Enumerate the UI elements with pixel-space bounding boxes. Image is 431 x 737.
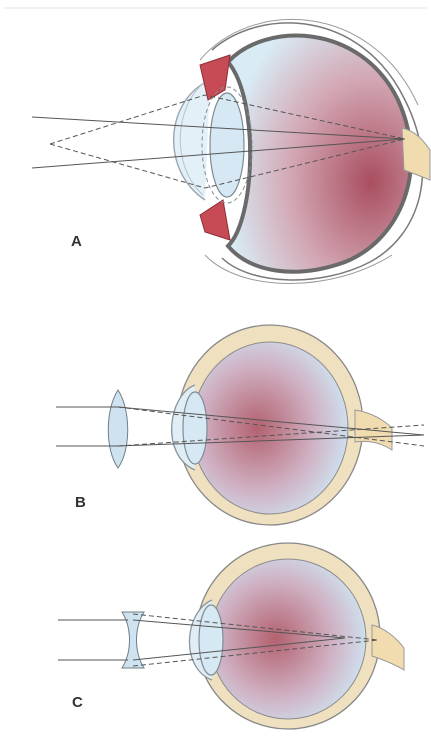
panel-label-b: B bbox=[75, 494, 86, 511]
panel-a-eye bbox=[32, 19, 430, 283]
panel-c-eye bbox=[58, 543, 404, 729]
panel-b-eye bbox=[56, 325, 424, 525]
panel-label-c: C bbox=[72, 694, 83, 711]
panel-label-a: A bbox=[71, 233, 82, 250]
